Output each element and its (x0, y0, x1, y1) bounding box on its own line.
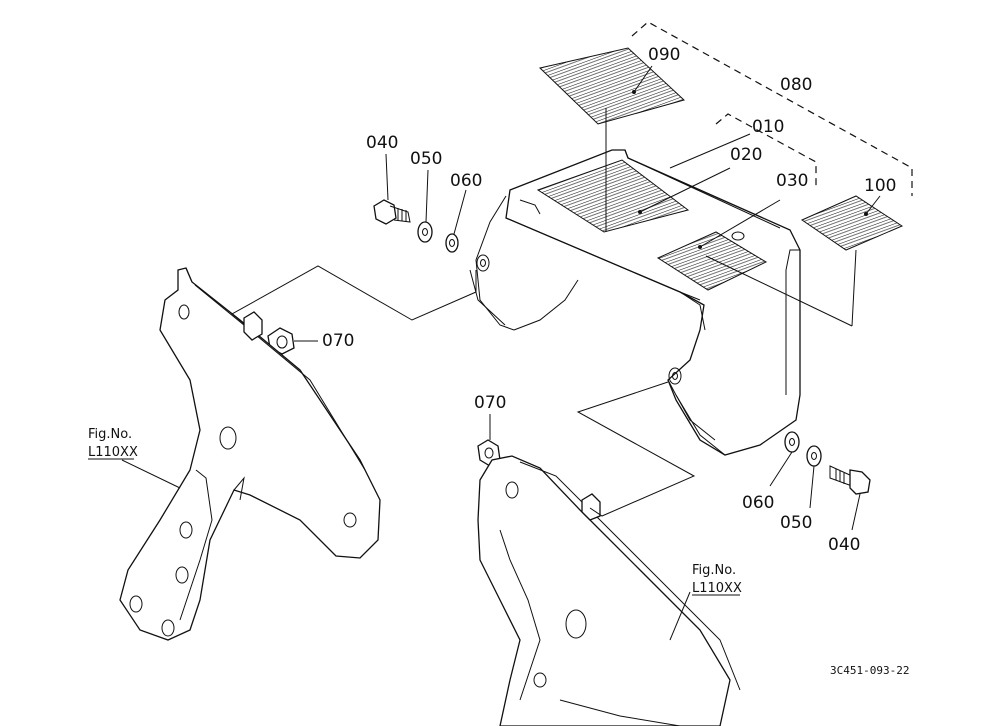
part-label-080: 080 (780, 75, 812, 95)
part-label-040-right: 040 (828, 535, 860, 555)
fig-ref-left-line1: Fig.No. (88, 427, 132, 442)
group-010-dashed-bracket (715, 113, 817, 188)
part-label-030: 030 (776, 171, 808, 191)
part-label-010: 010 (752, 117, 784, 137)
bolt-040-left (373, 199, 411, 225)
part-label-060-right: 060 (742, 493, 774, 513)
leader-lines (121, 65, 881, 641)
washer-050-left (417, 221, 433, 243)
washer-060-left (445, 233, 459, 253)
fig-ref-left-line2: L110XX (88, 445, 138, 460)
washer-060-right (784, 431, 800, 453)
part-label-050-left: 050 (410, 149, 442, 169)
right-mounting-plate (477, 455, 741, 726)
part-label-040-left: 040 (366, 133, 398, 153)
group-080-dashed-bracket (631, 21, 913, 196)
decal-100 (800, 195, 904, 251)
left-mounting-plate (119, 267, 381, 641)
fig-ref-right-line1: Fig.No. (692, 563, 736, 578)
part-label-100: 100 (864, 176, 896, 196)
nut-070-left (267, 327, 318, 355)
part-label-020: 020 (730, 145, 762, 165)
part-label-070-right: 070 (474, 393, 506, 413)
part-label-050-right: 050 (780, 513, 812, 533)
washer-050-right (806, 445, 822, 467)
part-label-070-left: 070 (322, 331, 354, 351)
fig-ref-right-line2: L110XX (692, 581, 742, 596)
drawing-code: 3C451-093-22 (830, 664, 909, 677)
bolt-040-right (829, 465, 871, 495)
part-label-060-left: 060 (450, 171, 482, 191)
cover-bracket (469, 149, 801, 456)
part-label-090: 090 (648, 45, 680, 65)
